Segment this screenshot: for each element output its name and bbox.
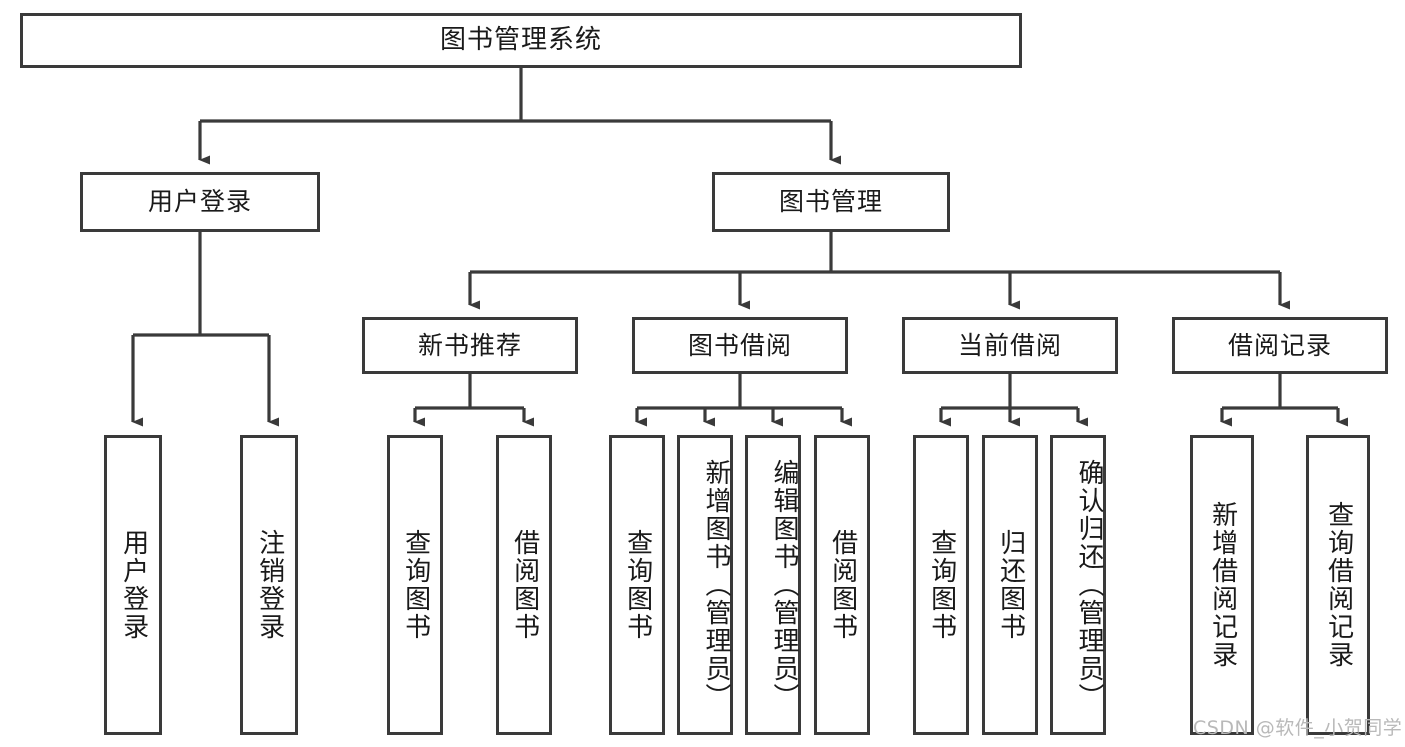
leaf-borrow-book[interactable]: 借阅图书 (814, 435, 870, 735)
leaf-add-borrow-record[interactable]: 新增借阅记录 (1190, 435, 1254, 735)
node-current-borrow[interactable]: 当前借阅 (902, 317, 1118, 374)
node-borrow-record[interactable]: 借阅记录 (1172, 317, 1388, 374)
leaf-user-login[interactable]: 用户登录 (104, 435, 162, 735)
leaf-confirm-return-admin[interactable]: 确认归还（管理员） (1050, 435, 1106, 735)
leaf-return-book[interactable]: 归还图书 (982, 435, 1038, 735)
leaf-add-book-admin[interactable]: 新增图书（管理员） (677, 435, 733, 735)
node-book-borrow[interactable]: 图书借阅 (632, 317, 848, 374)
node-root-title[interactable]: 图书管理系统 (20, 13, 1022, 68)
leaf-query-borrow-record[interactable]: 查询借阅记录 (1306, 435, 1370, 735)
leaf-query-book-borrow[interactable]: 查询图书 (609, 435, 665, 735)
leaf-query-book-rec[interactable]: 查询图书 (387, 435, 443, 735)
node-book-manage[interactable]: 图书管理 (712, 172, 950, 232)
node-new-book-recommend[interactable]: 新书推荐 (362, 317, 578, 374)
leaf-edit-book-admin[interactable]: 编辑图书（管理员） (745, 435, 801, 735)
leaf-query-book-current[interactable]: 查询图书 (913, 435, 969, 735)
node-user-login[interactable]: 用户登录 (80, 172, 320, 232)
leaf-logout-login[interactable]: 注销登录 (240, 435, 298, 735)
leaf-borrow-book-rec[interactable]: 借阅图书 (496, 435, 552, 735)
